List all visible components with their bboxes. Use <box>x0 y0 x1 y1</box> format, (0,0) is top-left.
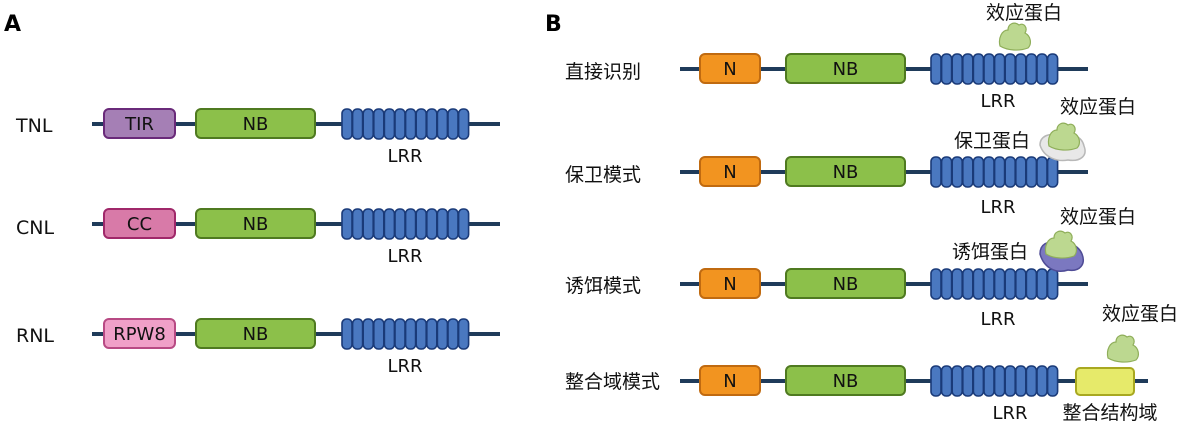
nb-domain <box>785 268 906 299</box>
decoy-model-row: 诱饵模式 N NB LRR 诱饵蛋白 效应蛋白 <box>565 206 1136 330</box>
lrr-domain <box>930 156 1059 188</box>
nb-domain <box>195 318 316 349</box>
row-label: 整合域模式 <box>565 371 660 393</box>
lrr-domain <box>341 108 470 140</box>
guard-model-row: 保卫模式 N NB LRR 保卫蛋白 效应蛋白 <box>565 96 1136 218</box>
lrr-domain <box>930 365 1059 397</box>
effector-protein-shape <box>1047 122 1081 151</box>
lrr-domain <box>930 268 1059 300</box>
nb-domain-label: NB <box>833 274 859 295</box>
decoy-protein-label: 诱饵蛋白 <box>952 241 1028 263</box>
lrr-domain <box>341 208 470 240</box>
effector-protein-shape <box>998 22 1032 51</box>
guard-protein-label: 保卫蛋白 <box>954 130 1030 152</box>
lrr-domain-label: LRR <box>387 246 422 267</box>
lrr-domain-label: LRR <box>980 309 1015 330</box>
nb-domain <box>195 208 316 239</box>
nterm-domain-label: CC <box>127 214 152 235</box>
nterm-domain-label: TIR <box>124 114 154 135</box>
nb-domain <box>785 156 906 187</box>
effector-label: 效应蛋白 <box>986 2 1062 24</box>
row-label: RNL <box>16 325 54 347</box>
n-domain <box>699 156 761 187</box>
row-label: CNL <box>16 217 54 239</box>
lrr-domain-label: LRR <box>980 91 1015 112</box>
lrr-domain-label: LRR <box>387 146 422 167</box>
nb-domain-label: NB <box>833 59 859 80</box>
effector-protein-shape <box>1106 334 1140 363</box>
row-label: 保卫模式 <box>565 164 641 186</box>
effector-label: 效应蛋白 <box>1102 303 1178 325</box>
nb-domain <box>785 53 906 84</box>
lrr-domain <box>341 318 470 350</box>
n-domain <box>699 365 761 396</box>
panel-b-label: B <box>545 12 562 37</box>
lrr-domain-label: LRR <box>992 403 1027 424</box>
n-domain <box>699 53 761 84</box>
direct-recognition-row: 直接识别 N NB LRR 效应蛋白 <box>565 2 1088 112</box>
rnl-row: RNL RPW8 NB LRR <box>16 318 500 377</box>
nb-domain-label: NB <box>243 114 269 135</box>
lrr-domain <box>930 53 1059 85</box>
effector-label: 效应蛋白 <box>1060 96 1136 118</box>
cnl-row: CNL CC NB LRR <box>16 208 500 267</box>
effector-label: 效应蛋白 <box>1060 206 1136 228</box>
nterm-domain-label: RPW8 <box>113 324 166 345</box>
nb-domain <box>785 365 906 396</box>
effector-protein-shape <box>1044 230 1078 259</box>
nb-domain-label: NB <box>833 162 859 183</box>
tnl-row: TNL TIR NB LRR <box>15 108 500 167</box>
integrated-domain-label: 整合结构域 <box>1062 402 1157 424</box>
nterm-domain <box>103 108 176 139</box>
integrated-domain <box>1075 367 1135 396</box>
nterm-domain <box>103 208 176 239</box>
row-label: TNL <box>15 115 53 137</box>
row-label: 诱饵模式 <box>565 275 641 297</box>
n-domain-label: N <box>723 371 736 392</box>
nb-domain-label: NB <box>243 214 269 235</box>
nterm-domain <box>103 318 176 349</box>
nb-domain-label: NB <box>833 371 859 392</box>
n-domain-label: N <box>723 162 736 183</box>
nb-domain-label: NB <box>243 324 269 345</box>
n-domain-label: N <box>723 274 736 295</box>
lrr-domain-label: LRR <box>387 356 422 377</box>
panel-a-label: A <box>4 12 21 37</box>
nb-domain <box>195 108 316 139</box>
lrr-domain-label: LRR <box>980 197 1015 218</box>
row-label: 直接识别 <box>565 61 641 83</box>
integrated-domain-row: 整合域模式 N NB LRR 效应蛋白 整合结构域 <box>565 303 1178 424</box>
n-domain <box>699 268 761 299</box>
n-domain-label: N <box>723 59 736 80</box>
